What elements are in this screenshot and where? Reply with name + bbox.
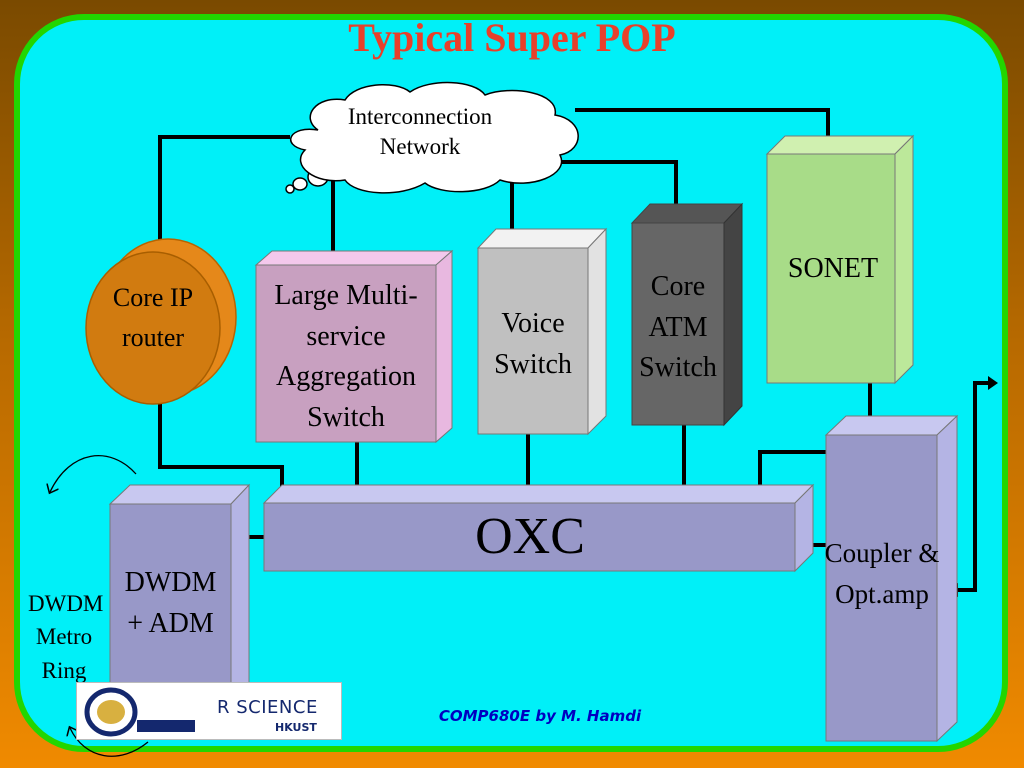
aggregation-label: Large Multi-service Aggregation Switch [274,280,418,433]
interconnection-cloud [285,81,579,194]
logo-emblem-icon [84,687,195,737]
router-label: Core IP router [112,283,194,353]
dwdm-adm-label: DWDM + ADM [124,567,217,639]
hkust-cs-logo: R SCIENCE HKUST [76,682,342,740]
atm-switch-box [630,202,744,427]
line-cloud-to-atm [530,160,678,205]
line-cloud-to-sonet [575,108,830,137]
oxc-box [262,483,815,573]
voice-switch-box [476,227,608,436]
sonet-box [765,134,915,385]
coupler-label: Coupler & Opt.amp [824,538,940,609]
metro-ring-arrows [50,455,149,757]
oxc-label: OXC [475,508,585,565]
aggregation-switch-box [254,249,454,444]
logo-subtext: HKUST [275,721,317,734]
core-ip-router [85,238,237,405]
metro-ring-label: DWDM Metro Ring [28,591,104,683]
cloud-label: Interconnection Network [347,104,493,160]
sonet-label: SONET [787,253,879,284]
line-cloud-to-router [158,135,290,245]
logo-text: R SCIENCE [217,697,318,718]
slide-title: Typical Super POP [348,15,676,60]
voice-label: Voice Switch [494,308,572,380]
coupler-box [824,414,959,743]
atm-label: Core ATM Switch [639,271,717,384]
footer-credit: COMP680E by M. Hamdi [438,707,642,725]
